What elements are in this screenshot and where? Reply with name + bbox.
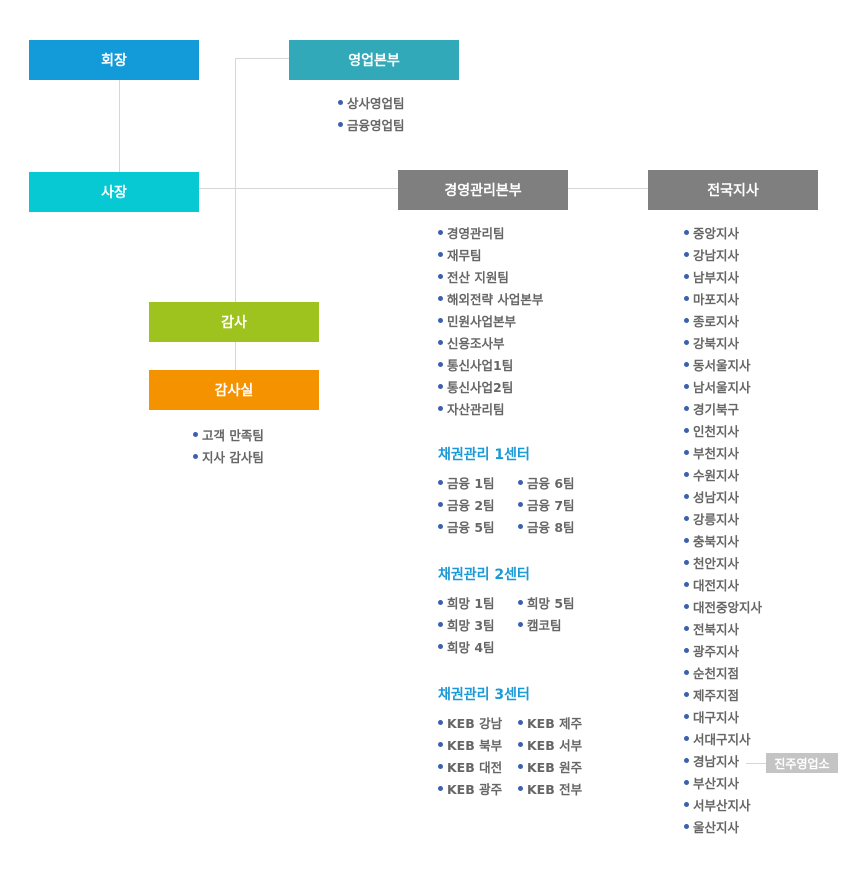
connector-line	[235, 58, 236, 302]
list-item: 수원지사	[684, 465, 762, 487]
list-item: 상사영업팀	[338, 93, 405, 115]
list-item: 금융 2팀	[438, 495, 518, 517]
list-item: 민원사업본부	[438, 311, 543, 333]
list-item: 경기북구	[684, 399, 762, 421]
president-box: 사장	[29, 172, 199, 212]
list-item: 강릉지사	[684, 509, 762, 531]
chairman-box: 회장	[29, 40, 199, 80]
list-item: 전산 지원팀	[438, 267, 543, 289]
list-item: KEB 서부	[518, 735, 598, 757]
list-item: 광주지사	[684, 641, 762, 663]
list-item: 경영관리팀	[438, 223, 543, 245]
audit-office-box: 감사실	[149, 370, 319, 410]
list-item: 부산지사	[684, 773, 762, 795]
list-item: 자산관리팀	[438, 399, 543, 421]
center-title: 채권관리 1센터	[438, 447, 530, 463]
list-item: 서부산지사	[684, 795, 762, 817]
list-item: 희망 4팀	[438, 637, 518, 659]
list-item: 서대구지사	[684, 729, 762, 751]
connector-line	[568, 188, 648, 189]
list-item: KEB 전부	[518, 779, 598, 801]
list-item: 남부지사	[684, 267, 762, 289]
list-item: 종로지사	[684, 311, 762, 333]
list-item: 금융 8팀	[518, 517, 598, 539]
list-item: 중앙지사	[684, 223, 762, 245]
list-item: 울산지사	[684, 817, 762, 839]
list-item: 강북지사	[684, 333, 762, 355]
sub-office-badge: 진주영업소	[766, 753, 838, 773]
connector-line	[119, 80, 120, 172]
list-item: 재무팀	[438, 245, 543, 267]
list-item: 경남지사	[684, 751, 762, 773]
list-item: 금융 7팀	[518, 495, 598, 517]
audit-box: 감사	[149, 302, 319, 342]
list-item: 통신사업2팀	[438, 377, 543, 399]
center-title: 채권관리 3센터	[438, 687, 530, 703]
list-item: 마포지사	[684, 289, 762, 311]
list-item: 천안지사	[684, 553, 762, 575]
list-item: 부천지사	[684, 443, 762, 465]
list-item: 금융 5팀	[438, 517, 518, 539]
list-item: 강남지사	[684, 245, 762, 267]
list-item: 고객 만족팀	[193, 425, 264, 447]
list-item: 제주지점	[684, 685, 762, 707]
list-item: 희망 5팀	[518, 593, 598, 615]
list-item: KEB 제주	[518, 713, 598, 735]
mgmt-hq-box: 경영관리본부	[398, 170, 568, 210]
list-item: 동서울지사	[684, 355, 762, 377]
list-item: KEB 강남	[438, 713, 518, 735]
list-item: 대구지사	[684, 707, 762, 729]
list-item: KEB 원주	[518, 757, 598, 779]
center-title: 채권관리 2센터	[438, 567, 530, 583]
list-item: 성남지사	[684, 487, 762, 509]
list-item: 금융 6팀	[518, 473, 598, 495]
list-item: 희망 3팀	[438, 615, 518, 637]
list-item: KEB 대전	[438, 757, 518, 779]
list-item: 전북지사	[684, 619, 762, 641]
list-item: 희망 1팀	[438, 593, 518, 615]
list-item: 캠코팀	[518, 615, 598, 637]
list-item: 해외전략 사업본부	[438, 289, 543, 311]
list-item: 남서울지사	[684, 377, 762, 399]
list-item: 인천지사	[684, 421, 762, 443]
connector-line	[235, 58, 289, 59]
list-item: 충북지사	[684, 531, 762, 553]
list-item: KEB 광주	[438, 779, 518, 801]
list-item: 금융 1팀	[438, 473, 518, 495]
connector-line	[235, 342, 236, 370]
list-item: 대전지사	[684, 575, 762, 597]
list-item: 순천지점	[684, 663, 762, 685]
list-item: 금융영업팀	[338, 115, 405, 137]
list-item: 통신사업1팀	[438, 355, 543, 377]
connector-line	[199, 188, 398, 189]
list-item: 지사 감사팀	[193, 447, 264, 469]
list-item: 대전중앙지사	[684, 597, 762, 619]
sales-hq-box: 영업본부	[289, 40, 459, 80]
list-item: KEB 북부	[438, 735, 518, 757]
branches-box: 전국지사	[648, 170, 818, 210]
list-item: 신용조사부	[438, 333, 543, 355]
